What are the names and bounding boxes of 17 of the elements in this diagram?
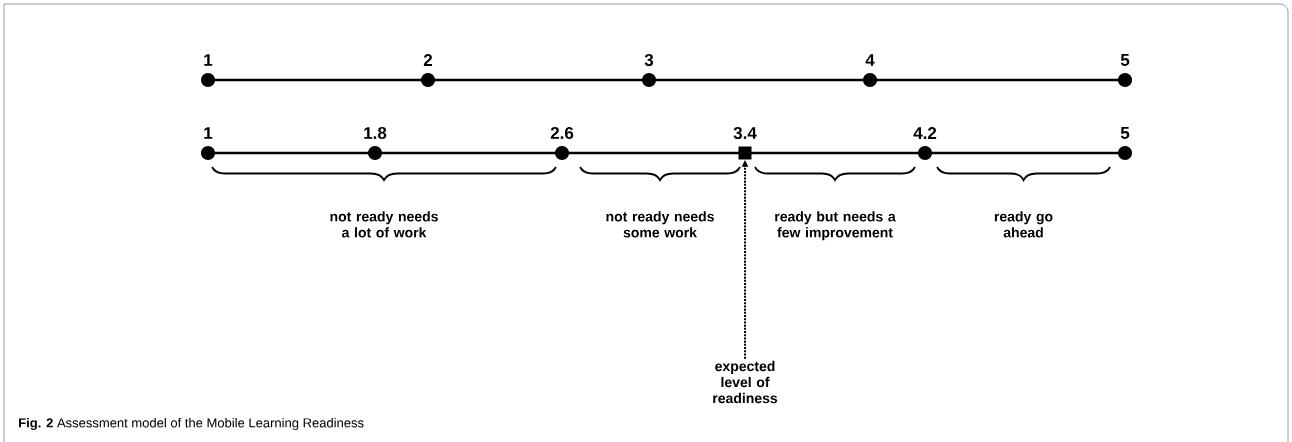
scale-number: 4.2 (913, 127, 937, 139)
scale-number: 1 (204, 127, 213, 139)
scale-number: 3.4 (733, 126, 757, 140)
scale-number: 5 (1120, 54, 1130, 66)
range-label: not ready needs some work (606, 211, 714, 238)
scale-number: 3 (644, 53, 654, 67)
annotation-text: expected level of readiness (713, 360, 778, 404)
scale-number: 5 (1120, 127, 1130, 139)
scale-number: 2.6 (550, 127, 574, 140)
range-label: not ready needs a lot of work (330, 211, 438, 238)
scale-number: 1 (204, 54, 213, 66)
scale-number: 2 (423, 54, 433, 66)
range-label: ready but needs a few improvement (775, 211, 896, 241)
scale-number: 4 (865, 54, 875, 66)
scale-number: 1.8 (364, 127, 387, 140)
figure-caption: Fig. 2 Assessment model of the Mobile Learning Readiness (19, 417, 364, 431)
range-label: ready go ahead (994, 211, 1053, 238)
